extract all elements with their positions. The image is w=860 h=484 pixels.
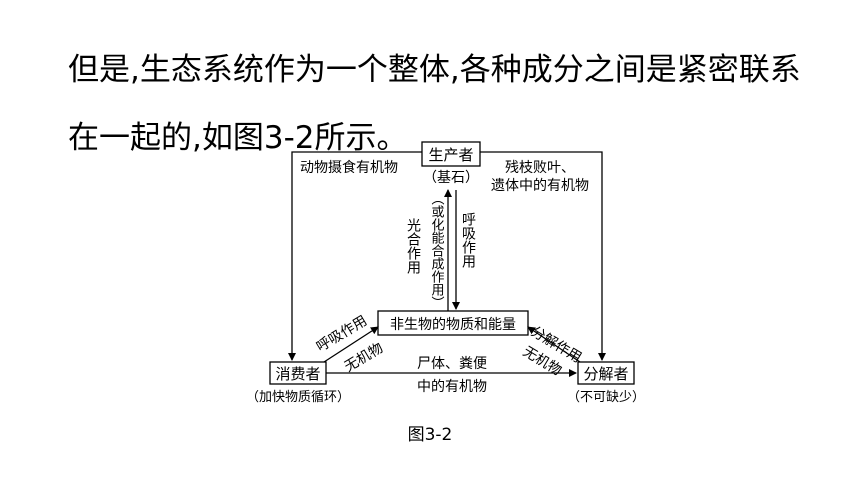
nonliving-box: 非生物的物质和能量 bbox=[377, 310, 529, 336]
photosynthesis-label: 光合作用 bbox=[405, 218, 421, 275]
consumer-note: （加快物质循环） bbox=[246, 390, 350, 405]
decomposer-nonliving-arrow bbox=[527, 326, 581, 363]
consumer-decomposer-label-2: 中的有机物 bbox=[417, 379, 487, 395]
producer-label: 生产者 bbox=[428, 146, 473, 164]
decomposer-note: （不可缺少） bbox=[567, 390, 645, 405]
figure-caption: 图3-2 bbox=[407, 425, 453, 445]
consumer-decomposer-label-1: 尸体、粪便 bbox=[417, 356, 487, 372]
chemosynthesis-label: （或化能合成作用） bbox=[429, 192, 445, 309]
producer-decomposer-label-1: 残枝败叶、 bbox=[505, 160, 575, 176]
consumer-nonliving-arrow bbox=[323, 326, 379, 363]
nonliving-label: 非生物的物质和能量 bbox=[390, 317, 516, 333]
producer-box: 生产者 bbox=[421, 141, 481, 167]
producer-note: （基石） bbox=[423, 169, 479, 186]
consumer-label: 消费者 bbox=[275, 365, 320, 383]
producer-respiration-label: 呼吸作用 bbox=[460, 212, 476, 269]
intro-paragraph: 但是,生态系统作为一个整体,各种成分之间是紧密联系在一起的,如图3-2所示。 bbox=[68, 52, 801, 156]
producer-consumer-arrow bbox=[288, 151, 422, 361]
consumer-box: 消费者 bbox=[269, 361, 327, 385]
producer-consumer-label: 动物摄食有机物 bbox=[300, 159, 398, 176]
decomposer-box: 分解者 bbox=[577, 361, 635, 385]
decomposer-label: 分解者 bbox=[583, 365, 628, 383]
producer-decomposer-label-2: 遗体中的有机物 bbox=[491, 178, 589, 194]
producer-decomposer-arrow bbox=[480, 151, 606, 361]
